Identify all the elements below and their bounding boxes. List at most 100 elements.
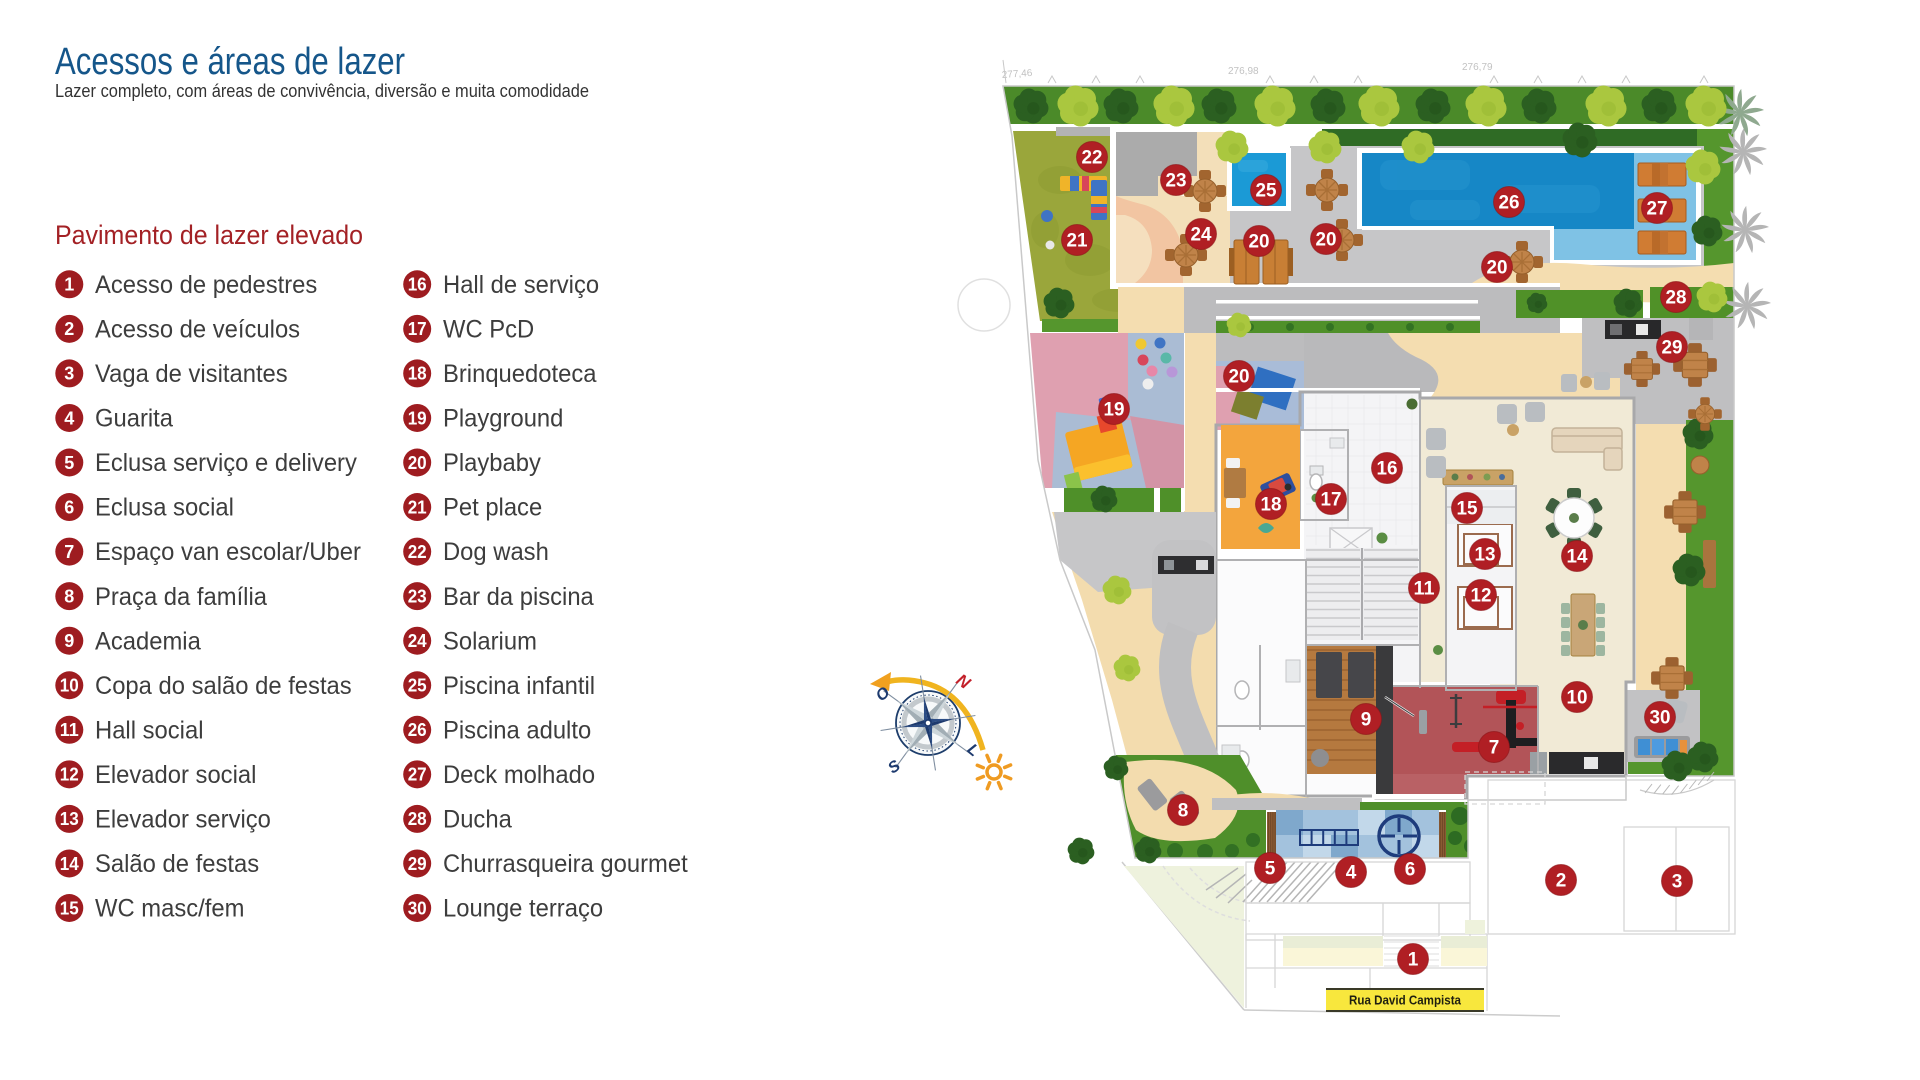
svg-text:Deck molhado: Deck molhado [443,761,595,789]
svg-text:20: 20 [1249,232,1270,253]
svg-text:Bar da piscina: Bar da piscina [443,583,594,611]
svg-text:Rua David Campista: Rua David Campista [1349,994,1462,1008]
svg-text:22: 22 [408,542,427,562]
svg-text:11: 11 [1414,579,1435,600]
svg-text:Guarita: Guarita [95,405,173,433]
svg-text:12: 12 [60,765,79,785]
svg-text:2: 2 [64,319,74,339]
svg-text:20: 20 [1316,230,1337,251]
svg-text:15: 15 [1457,499,1478,520]
svg-text:Hall social: Hall social [95,716,204,744]
svg-text:N: N [953,670,975,693]
svg-text:Vaga de visitantes: Vaga de visitantes [95,360,288,388]
svg-text:Lounge terraço: Lounge terraço [443,895,603,923]
svg-text:Hall de serviço: Hall de serviço [443,271,599,299]
svg-text:2: 2 [1556,871,1567,892]
svg-text:18: 18 [408,364,427,384]
svg-text:5: 5 [1265,859,1276,880]
svg-text:Lazer completo, com áreas de c: Lazer completo, com áreas de convivência… [55,81,589,101]
svg-text:4: 4 [64,408,74,428]
svg-text:3: 3 [64,364,74,384]
svg-text:Dog wash: Dog wash [443,538,549,566]
svg-text:276,79: 276,79 [1462,62,1493,73]
svg-text:16: 16 [408,275,427,295]
svg-text:30: 30 [1650,708,1671,729]
svg-text:14: 14 [60,854,79,874]
svg-text:28: 28 [408,809,427,829]
svg-text:20: 20 [1487,258,1508,279]
svg-text:26: 26 [1499,193,1520,214]
svg-text:Academia: Academia [95,627,201,655]
svg-text:14: 14 [1567,547,1588,568]
svg-text:21: 21 [1067,231,1088,252]
svg-text:Ducha: Ducha [443,806,512,834]
svg-text:27: 27 [408,765,427,785]
svg-text:Eclusa social: Eclusa social [95,494,234,522]
svg-text:4: 4 [1346,863,1357,884]
svg-text:8: 8 [1178,801,1189,822]
svg-text:29: 29 [408,854,427,874]
svg-text:Espaço van escolar/Uber: Espaço van escolar/Uber [95,538,361,566]
svg-text:25: 25 [1256,181,1277,202]
svg-text:9: 9 [1361,710,1372,731]
svg-text:Acesso de veículos: Acesso de veículos [95,315,300,343]
svg-text:Salão de festas: Salão de festas [95,850,259,878]
svg-text:17: 17 [1321,490,1342,511]
svg-text:12: 12 [1471,586,1492,607]
svg-text:15: 15 [60,898,79,918]
svg-text:25: 25 [408,676,427,696]
svg-text:19: 19 [408,408,427,428]
svg-text:Brinquedoteca: Brinquedoteca [443,360,597,388]
svg-text:Elevador serviço: Elevador serviço [95,806,271,834]
svg-text:Piscina adulto: Piscina adulto [443,716,591,744]
svg-text:Churrasqueira gourmet: Churrasqueira gourmet [443,850,688,878]
svg-text:10: 10 [60,676,79,696]
svg-text:Copa do salão de festas: Copa do salão de festas [95,672,352,700]
svg-text:29: 29 [1662,338,1683,359]
svg-text:17: 17 [408,319,427,339]
svg-text:Piscina infantil: Piscina infantil [443,672,595,700]
svg-text:Pet place: Pet place [443,494,542,522]
svg-text:13: 13 [1475,545,1496,566]
svg-text:Playbaby: Playbaby [443,449,541,477]
svg-text:Playground: Playground [443,405,563,433]
svg-text:Elevador social: Elevador social [95,761,256,789]
svg-text:16: 16 [1377,459,1398,480]
svg-text:10: 10 [1567,688,1588,709]
svg-text:20: 20 [1229,367,1250,388]
svg-text:276,98: 276,98 [1228,66,1259,77]
svg-text:5: 5 [64,453,74,473]
svg-text:7: 7 [64,542,74,562]
svg-text:Eclusa serviço e delivery: Eclusa serviço e delivery [95,449,357,477]
svg-text:1: 1 [1408,950,1419,971]
svg-text:20: 20 [408,453,427,473]
svg-text:Praça da família: Praça da família [95,583,267,611]
svg-text:24: 24 [408,631,427,651]
svg-text:11: 11 [60,720,79,740]
svg-text:L: L [964,741,982,760]
svg-text:WC PcD: WC PcD [443,315,534,343]
svg-text:6: 6 [64,497,74,517]
svg-text:30: 30 [408,898,427,918]
svg-text:23: 23 [408,586,427,606]
svg-text:9: 9 [64,631,74,651]
svg-text:24: 24 [1191,225,1212,246]
svg-text:19: 19 [1104,400,1125,421]
svg-text:Acessos e áreas de lazer: Acessos e áreas de lazer [55,41,405,83]
svg-text:Pavimento de lazer elevado: Pavimento de lazer elevado [55,220,363,250]
svg-text:23: 23 [1166,171,1187,192]
svg-text:18: 18 [1261,495,1282,516]
svg-text:3: 3 [1672,872,1683,893]
svg-text:1: 1 [64,275,74,295]
svg-text:28: 28 [1666,288,1687,309]
svg-text:6: 6 [1405,860,1416,881]
svg-text:27: 27 [1647,199,1668,220]
svg-text:8: 8 [64,586,74,606]
svg-text:277,46: 277,46 [1001,68,1033,81]
svg-text:21: 21 [408,497,427,517]
svg-text:13: 13 [60,809,79,829]
svg-text:22: 22 [1082,148,1103,169]
svg-text:WC masc/fem: WC masc/fem [95,895,244,923]
svg-text:O: O [873,684,894,705]
svg-text:Solarium: Solarium [443,627,537,655]
